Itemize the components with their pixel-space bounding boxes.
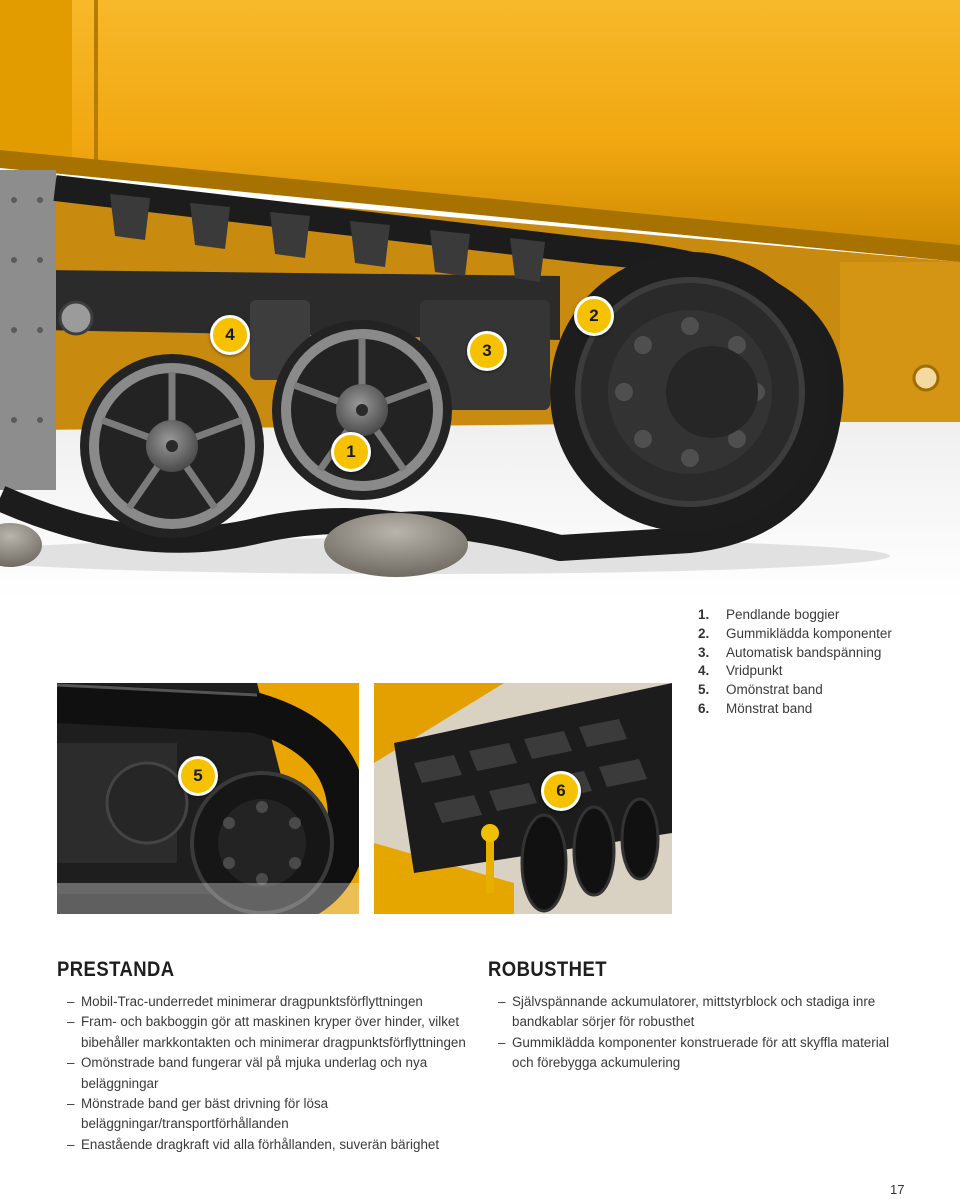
legend-item: 6. Mönstrat band [698, 700, 892, 719]
legend-label: Gummiklädda komponenter [726, 625, 892, 641]
legend-number: 4. [698, 663, 710, 679]
smooth-track-drawing [57, 683, 359, 914]
legend-label: Pendlande boggier [726, 607, 840, 622]
bullet-dash: – [67, 1136, 75, 1152]
prestanda-section: PRESTANDA – Mobil-Trac-underredet minime… [57, 958, 477, 1155]
undercarriage-drawing [0, 0, 960, 600]
bullet-dash: – [67, 1014, 75, 1030]
callout-2: 2 [574, 296, 614, 336]
bullet-dash: – [67, 1055, 75, 1071]
bullet-item: – Självspännande ackumulatorer, mittstyr… [488, 992, 908, 1033]
robusthet-heading: ROBUSTHET [488, 958, 607, 981]
page-number: 17 [890, 1182, 905, 1197]
legend-label: Omönstrat band [726, 682, 823, 698]
bullet-text: Mönstrade band ger bäst drivning för lös… [81, 1096, 329, 1132]
legend-label: Mönstrat band [726, 700, 813, 716]
bullet-dash: – [67, 1096, 75, 1112]
legend-number: 6. [698, 700, 710, 716]
legend-item: 1. Pendlande boggier [698, 606, 892, 625]
bullet-dash: – [498, 994, 506, 1009]
legend-item: 4. Vridpunkt [698, 662, 892, 681]
bullet-text: Självspännande ackumulatorer, mittstyrbl… [512, 994, 876, 1030]
legend-label: Automatisk bandspänning [726, 644, 882, 660]
legend-number: 3. [698, 644, 710, 660]
bullet-text: Fram- och bakboggin gör att maskinen kry… [81, 1014, 466, 1050]
patterned-track-photo: 6 [374, 683, 672, 914]
bullet-item: – Omönstrade band fungerar väl på mjuka … [57, 1053, 477, 1094]
bullet-item: – Gummiklädda komponenter konstruerade f… [488, 1033, 908, 1074]
legend-number: 2. [698, 625, 710, 641]
legend-number: 5. [698, 682, 710, 698]
bullet-text: Omönstrade band fungerar väl på mjuka un… [81, 1055, 428, 1091]
legend-label: Vridpunkt [726, 663, 783, 679]
legend-item: 2. Gummiklädda komponenter [698, 625, 892, 644]
callout-4: 4 [210, 315, 250, 355]
legend-number: 1. [698, 607, 710, 622]
undercarriage-illustration: 1 2 3 4 [0, 0, 960, 600]
callout-3: 3 [467, 331, 507, 371]
callout-1: 1 [331, 432, 371, 472]
drive-wheel [550, 252, 830, 532]
bullet-dash: – [67, 994, 75, 1009]
callout-6: 6 [541, 771, 581, 811]
bullet-text: Mobil-Trac-underredet minimerar dragpunk… [81, 994, 423, 1009]
bullet-text: Gummiklädda komponenter konstruerade för… [512, 1034, 890, 1071]
prestanda-heading: PRESTANDA [57, 958, 175, 981]
bullet-item: – Mobil-Trac-underredet minimerar dragpu… [57, 992, 477, 1012]
patterned-track-drawing [374, 683, 672, 914]
component-legend: 1. Pendlande boggier 2. Gummiklädda komp… [698, 606, 892, 719]
callout-5: 5 [178, 756, 218, 796]
bullet-item: – Fram- och bakboggin gör att maskinen k… [57, 1012, 477, 1053]
bullet-dash: – [498, 1034, 506, 1050]
legend-item: 3. Automatisk bandspänning [698, 644, 892, 663]
bullet-item: – Enastående dragkraft vid alla förhålla… [57, 1135, 477, 1155]
robusthet-section: ROBUSTHET – Självspännande ackumulatorer… [488, 958, 908, 1074]
legend-item: 5. Omönstrat band [698, 681, 892, 700]
smooth-track-photo: 5 [57, 683, 359, 914]
bogie-wheel-left [80, 354, 264, 538]
bullet-item: – Mönstrade band ger bäst drivning för l… [57, 1094, 477, 1135]
bullet-text: Enastående dragkraft vid alla förhålland… [81, 1136, 440, 1152]
bogie-wheel-right [272, 320, 452, 500]
